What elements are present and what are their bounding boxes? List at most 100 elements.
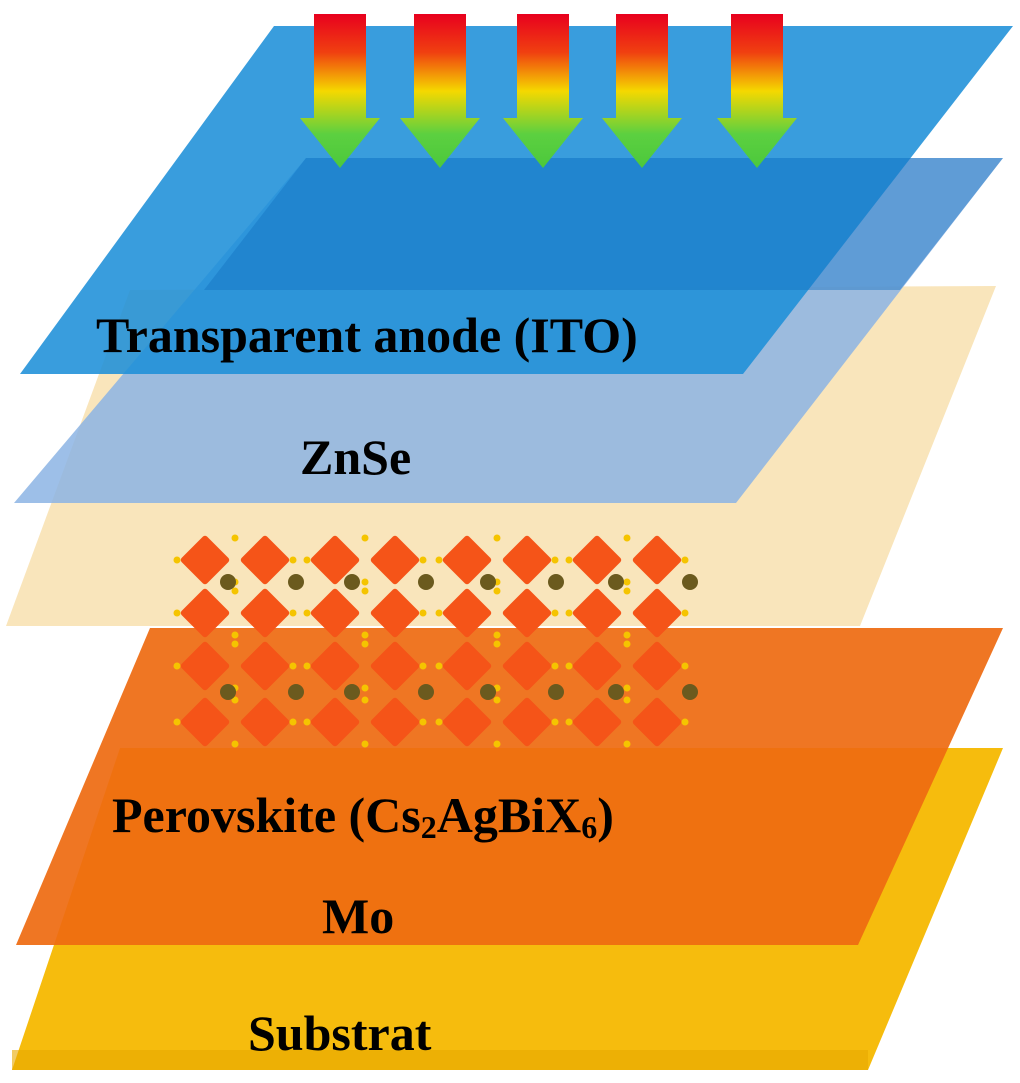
halide-atom	[303, 556, 311, 564]
halide-atom	[623, 696, 631, 704]
halide-atom	[681, 718, 689, 726]
octahedron	[442, 697, 492, 747]
octahedron	[572, 641, 622, 691]
halide-atom	[173, 556, 181, 564]
down-arrow-icon	[503, 14, 583, 168]
halide-atom	[361, 587, 369, 595]
octahedron	[632, 535, 682, 585]
cation-atom	[344, 684, 360, 700]
octahedron	[180, 697, 230, 747]
halide-atom	[231, 534, 239, 542]
halide-atom	[435, 556, 443, 564]
halide-atom	[173, 662, 181, 670]
cation-atom	[608, 684, 624, 700]
ito-layer-overlap	[204, 158, 1003, 290]
octahedron	[310, 697, 360, 747]
halide-atom	[493, 534, 501, 542]
octahedron	[180, 641, 230, 691]
halide-atom	[551, 609, 559, 617]
ito-layer-label: Transparent anode (ITO)	[96, 307, 638, 363]
cation-atom	[548, 574, 564, 590]
halide-atom	[289, 609, 297, 617]
halide-atom	[361, 631, 369, 639]
halide-atom	[493, 640, 501, 648]
halide-atom	[361, 578, 369, 586]
halide-atom	[361, 740, 369, 748]
halide-atom	[231, 587, 239, 595]
halide-atom	[565, 556, 573, 564]
substrate-layer-label: Substrat	[248, 1005, 432, 1061]
halide-atom	[623, 587, 631, 595]
halide-atom	[419, 662, 427, 670]
halide-atom	[231, 696, 239, 704]
perovskite-layer-label: Perovskite (Cs2AgBiX6)	[112, 787, 614, 845]
octahedron	[572, 535, 622, 585]
halide-atom	[493, 631, 501, 639]
halide-atom	[623, 631, 631, 639]
cation-atom	[548, 684, 564, 700]
halide-atom	[623, 534, 631, 542]
halide-atom	[551, 662, 559, 670]
octahedron	[310, 588, 360, 638]
halide-atom	[361, 684, 369, 692]
halide-atom	[623, 684, 631, 692]
octahedron	[632, 641, 682, 691]
down-arrow-icon	[300, 14, 380, 168]
cation-atom	[480, 684, 496, 700]
cation-atom	[418, 684, 434, 700]
octahedron	[240, 697, 290, 747]
halide-atom	[231, 631, 239, 639]
halide-atom	[623, 740, 631, 748]
substrate-layer-front-edge	[12, 1050, 868, 1070]
halide-atom	[289, 662, 297, 670]
halide-atom	[173, 609, 181, 617]
octahedron	[442, 535, 492, 585]
octahedron	[442, 641, 492, 691]
octahedron	[502, 588, 552, 638]
octahedron	[370, 697, 420, 747]
cation-atom	[682, 684, 698, 700]
halide-atom	[419, 718, 427, 726]
halide-atom	[565, 718, 573, 726]
halide-atom	[493, 696, 501, 704]
halide-atom	[289, 556, 297, 564]
octahedron	[240, 588, 290, 638]
octahedron	[240, 641, 290, 691]
cation-atom	[682, 574, 698, 590]
halide-atom	[435, 718, 443, 726]
cation-atom	[220, 574, 236, 590]
halide-atom	[493, 740, 501, 748]
halide-atom	[565, 662, 573, 670]
octahedron	[502, 697, 552, 747]
cation-atom	[344, 574, 360, 590]
octahedron	[632, 697, 682, 747]
halide-atom	[681, 609, 689, 617]
halide-atom	[289, 718, 297, 726]
cation-atom	[418, 574, 434, 590]
perovskite-crystal-structure	[173, 534, 698, 748]
octahedron	[240, 535, 290, 585]
cation-atom	[220, 684, 236, 700]
octahedron	[310, 535, 360, 585]
halide-atom	[303, 662, 311, 670]
octahedron	[502, 535, 552, 585]
octahedron	[572, 697, 622, 747]
cation-atom	[288, 684, 304, 700]
halide-atom	[419, 609, 427, 617]
down-arrow-icon	[400, 14, 480, 168]
octahedron	[180, 535, 230, 585]
octahedron	[572, 588, 622, 638]
octahedron	[370, 535, 420, 585]
cation-atom	[480, 574, 496, 590]
halide-atom	[361, 640, 369, 648]
halide-atom	[173, 718, 181, 726]
octahedron	[180, 588, 230, 638]
halide-atom	[493, 587, 501, 595]
halide-atom	[623, 578, 631, 586]
down-arrow-icon	[602, 14, 682, 168]
halide-atom	[623, 640, 631, 648]
halide-atom	[435, 609, 443, 617]
halide-atom	[361, 534, 369, 542]
